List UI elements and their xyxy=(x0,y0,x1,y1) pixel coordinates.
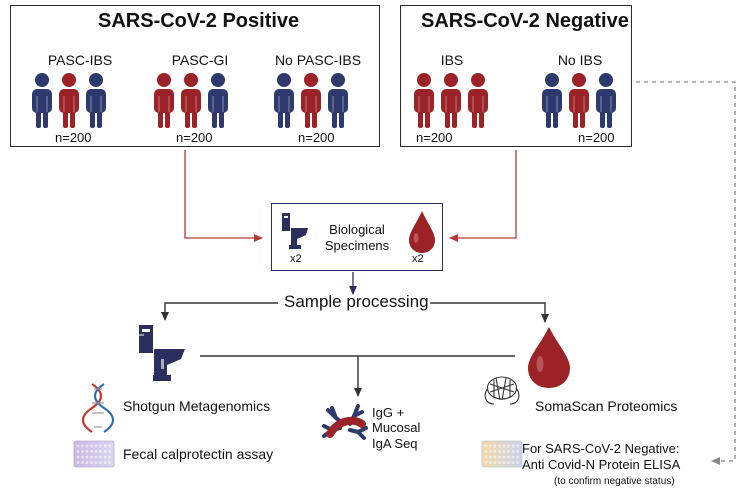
person-icon xyxy=(542,73,562,128)
person-icon xyxy=(441,73,461,128)
person-icon xyxy=(154,73,174,128)
elisa-label-line2: Anti Covid-N Protein ELISA xyxy=(522,457,681,472)
group-label-ibs: IBS xyxy=(440,52,464,68)
n-label-pasc-ibs: n=200 xyxy=(55,130,92,145)
blood-count: x2 xyxy=(412,253,424,265)
n-label-ibs: n=200 xyxy=(416,130,453,145)
people-icon-group-ibs xyxy=(412,72,494,135)
antibody-icon xyxy=(322,404,368,440)
person-icon xyxy=(32,73,52,128)
dashed-arrow-negative-to-elisa xyxy=(636,81,736,465)
person-icon xyxy=(59,73,79,128)
group-label-no-ibs: No IBS xyxy=(557,52,603,68)
people-icon-group-no-pasc-ibs xyxy=(272,72,354,135)
large-blood-drop-icon xyxy=(528,327,570,388)
people-icon-group-no-ibs xyxy=(540,72,622,135)
fecal-calprotectin-label: Fecal calprotectin assay xyxy=(123,446,274,462)
dna-icon xyxy=(81,383,115,433)
group-label-pasc-ibs: PASC-IBS xyxy=(47,52,113,68)
protein-structure-icon xyxy=(484,376,520,405)
person-icon xyxy=(414,73,434,128)
person-icon xyxy=(86,73,106,128)
person-icon xyxy=(468,73,488,128)
shotgun-metagenomics-label: Shotgun Metagenomics xyxy=(123,398,271,414)
iga-seq-label-line3: IgA Seq xyxy=(372,436,418,451)
people-icon-group-pasc-ibs xyxy=(30,72,112,135)
somascan-proteomics-label: SomaScan Proteomics xyxy=(535,398,678,414)
arrow-processing-to-blood xyxy=(430,302,549,323)
arrow-processing-to-stool xyxy=(161,302,278,321)
elisa-plate-icon xyxy=(481,440,523,468)
n-label-no-ibs: n=200 xyxy=(578,130,615,145)
stool-count: x2 xyxy=(290,253,302,265)
large-toilet-icon xyxy=(139,325,185,381)
assay-plate-icon xyxy=(73,440,115,468)
specimens-label-line2: Specimens xyxy=(324,238,390,253)
iga-seq-label-line1: IgG + xyxy=(372,405,405,420)
arrow-positive-to-specimens xyxy=(184,150,263,242)
specimens-label-line1: Biological xyxy=(329,222,385,237)
negative-cohort-title: SARS-CoV-2 Negative xyxy=(421,10,629,32)
arrow-negative-to-specimens xyxy=(449,150,517,242)
positive-cohort-title: SARS-CoV-2 Positive xyxy=(98,10,300,32)
elisa-note: (to confirm negative status) xyxy=(554,476,675,487)
n-label-no-pasc-ibs: n=200 xyxy=(298,130,335,145)
person-icon xyxy=(274,73,294,128)
person-icon xyxy=(596,73,616,128)
group-label-pasc-gi: PASC-GI xyxy=(171,52,229,68)
sample-processing-label: Sample processing xyxy=(284,292,429,311)
iga-seq-label-line2: Mucosal xyxy=(372,420,421,435)
person-icon xyxy=(208,73,228,128)
person-icon xyxy=(328,73,348,128)
elisa-label-line1: For SARS-CoV-2 Negative: xyxy=(522,441,680,456)
person-icon xyxy=(569,73,589,128)
person-icon xyxy=(301,73,321,128)
negative-cohort-box xyxy=(400,5,632,147)
toilet-icon xyxy=(282,213,308,249)
people-icon-group-pasc-gi xyxy=(152,72,234,135)
group-label-no-pasc-ibs: No PASC-IBS xyxy=(274,52,362,68)
n-label-pasc-gi: n=200 xyxy=(176,130,213,145)
person-icon xyxy=(181,73,201,128)
blood-drop-icon xyxy=(409,211,435,253)
